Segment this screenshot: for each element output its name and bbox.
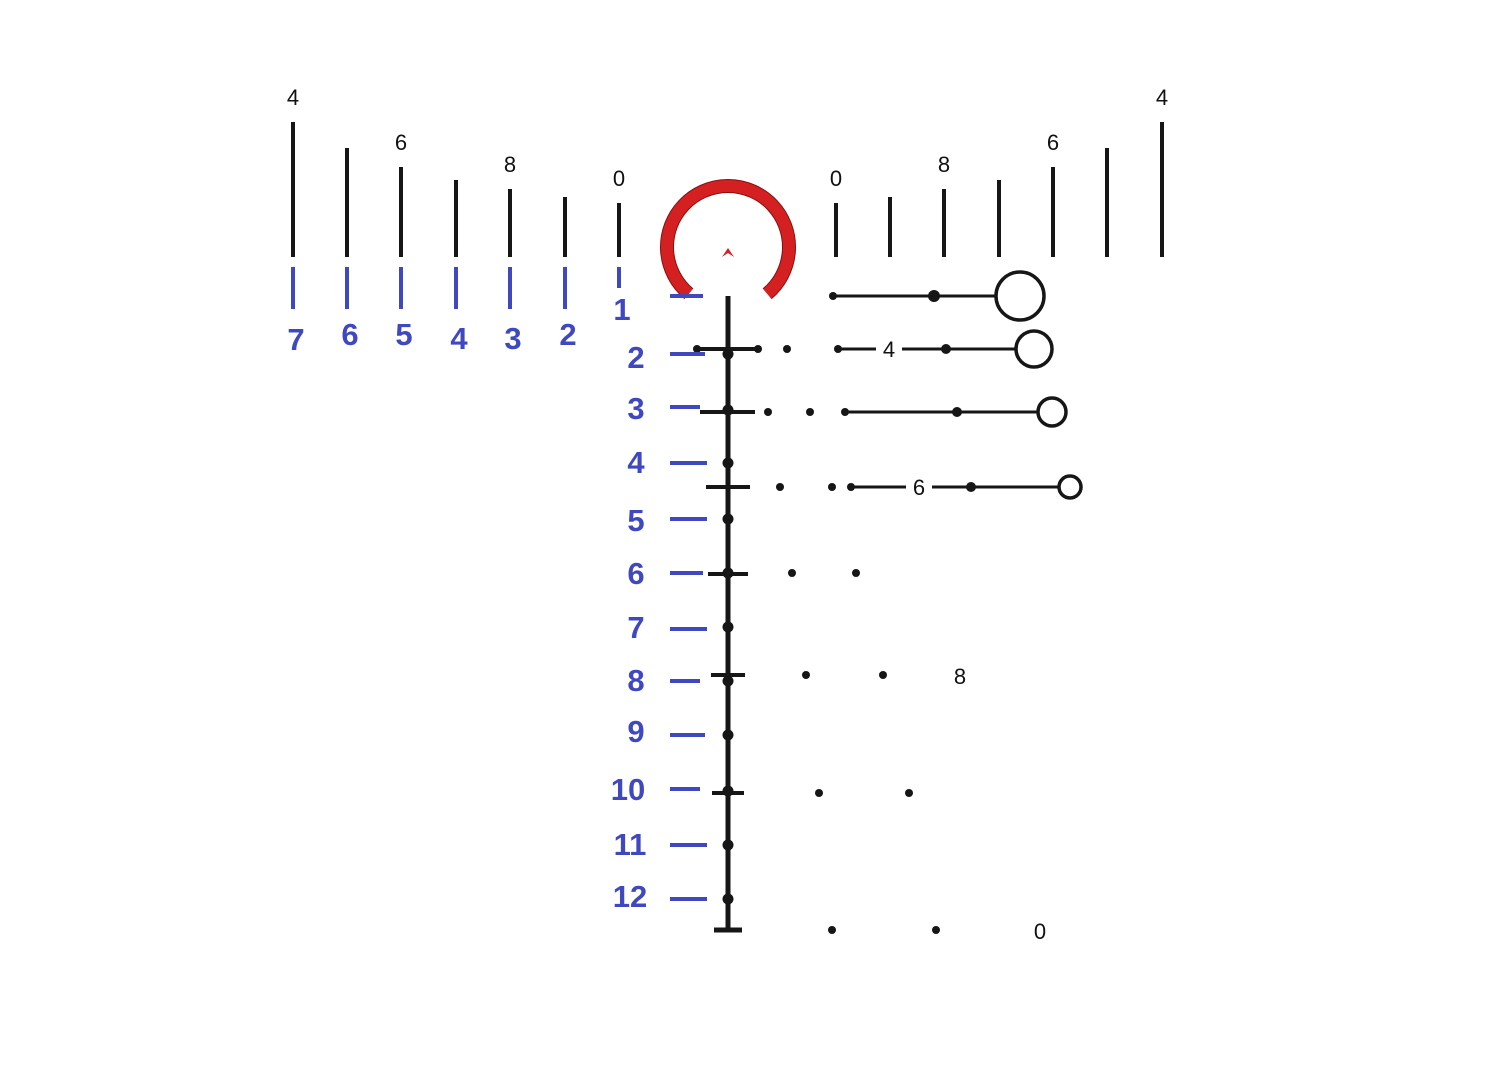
stadia-dot — [722, 348, 734, 360]
holdover-label: 1 — [613, 292, 630, 327]
range-start-dot — [847, 483, 855, 491]
rangefinder-circles: 4 6 8 0 — [829, 270, 1083, 944]
wind-dot — [879, 671, 887, 679]
range-tick-label: 8 — [938, 152, 950, 177]
windage-label: 7 — [287, 322, 304, 357]
range-tick-label: 4 — [287, 85, 299, 110]
illuminated-center-ring — [660, 179, 796, 300]
holdover-label: 12 — [613, 879, 647, 914]
holdover-label: 2 — [627, 340, 644, 375]
range-start-dot — [841, 408, 849, 416]
range-tick-label: 4 — [1156, 85, 1168, 110]
illuminated-ring — [661, 180, 795, 299]
range-start-dot — [829, 292, 837, 300]
vertical-stadia — [693, 296, 762, 933]
range-label: 8 — [954, 664, 966, 689]
windage-label: 2 — [559, 317, 576, 352]
range-tick-label: 0 — [830, 166, 842, 191]
wind-dot — [806, 408, 814, 416]
top-range-ticks: 4 6 8 0 0 8 6 4 — [287, 85, 1168, 257]
holdover-label: 6 — [627, 556, 644, 591]
stadia-dot — [722, 839, 734, 851]
center-chevron-icon — [722, 248, 734, 257]
holdover-label: 5 — [627, 503, 644, 538]
stadia-dot — [722, 457, 734, 469]
crossbar-end-dot — [693, 345, 701, 353]
wind-dot — [905, 789, 913, 797]
rangefinder-circle — [1036, 396, 1068, 428]
range-tick-label: 6 — [395, 130, 407, 155]
range-start-dot — [834, 345, 842, 353]
range-tick-label: 0 — [613, 166, 625, 191]
stadia-dot — [722, 675, 734, 687]
wind-dot — [815, 789, 823, 797]
holdover-label: 7 — [627, 610, 644, 645]
wind-dot — [802, 671, 810, 679]
wind-dot — [828, 483, 836, 491]
stadia-dot — [722, 513, 734, 525]
range-label: 6 — [913, 475, 925, 500]
range-mid-dot — [928, 290, 940, 302]
stadia-dot — [722, 729, 734, 741]
windage-label: 3 — [504, 321, 521, 356]
rangefinder-circle — [1057, 474, 1083, 500]
wind-dot — [852, 569, 860, 577]
wind-dot — [776, 483, 784, 491]
holdover-label: 11 — [614, 827, 647, 862]
wind-dot — [828, 926, 836, 934]
crossbar-end-dot — [754, 345, 762, 353]
holdover-label: 4 — [627, 445, 645, 480]
holdover-label: 9 — [627, 714, 644, 749]
rangefinder-circle — [994, 270, 1046, 322]
wind-dot — [783, 345, 791, 353]
holdover-label: 8 — [627, 663, 644, 698]
rangefinder-circle — [1014, 329, 1054, 369]
wind-dots — [764, 345, 940, 934]
range-tick-label: 6 — [1047, 130, 1059, 155]
range-mid-dot — [952, 407, 962, 417]
windage-label: 4 — [450, 321, 468, 356]
windage-label: 5 — [395, 317, 412, 352]
range-mid-dot — [966, 482, 976, 492]
stadia-dot — [722, 621, 734, 633]
range-mid-dot — [941, 344, 951, 354]
holdover-label: 10 — [611, 772, 645, 807]
holdover-label: 3 — [627, 391, 644, 426]
wind-dot — [788, 569, 796, 577]
windage-label: 6 — [341, 317, 358, 352]
windage-scale: 7 6 5 4 3 2 — [287, 267, 621, 357]
stadia-dot — [722, 893, 734, 905]
wind-dot — [764, 408, 772, 416]
range-label: 4 — [883, 337, 895, 362]
wind-dot — [932, 926, 940, 934]
range-tick-label: 8 — [504, 152, 516, 177]
range-label: 0 — [1034, 919, 1046, 944]
